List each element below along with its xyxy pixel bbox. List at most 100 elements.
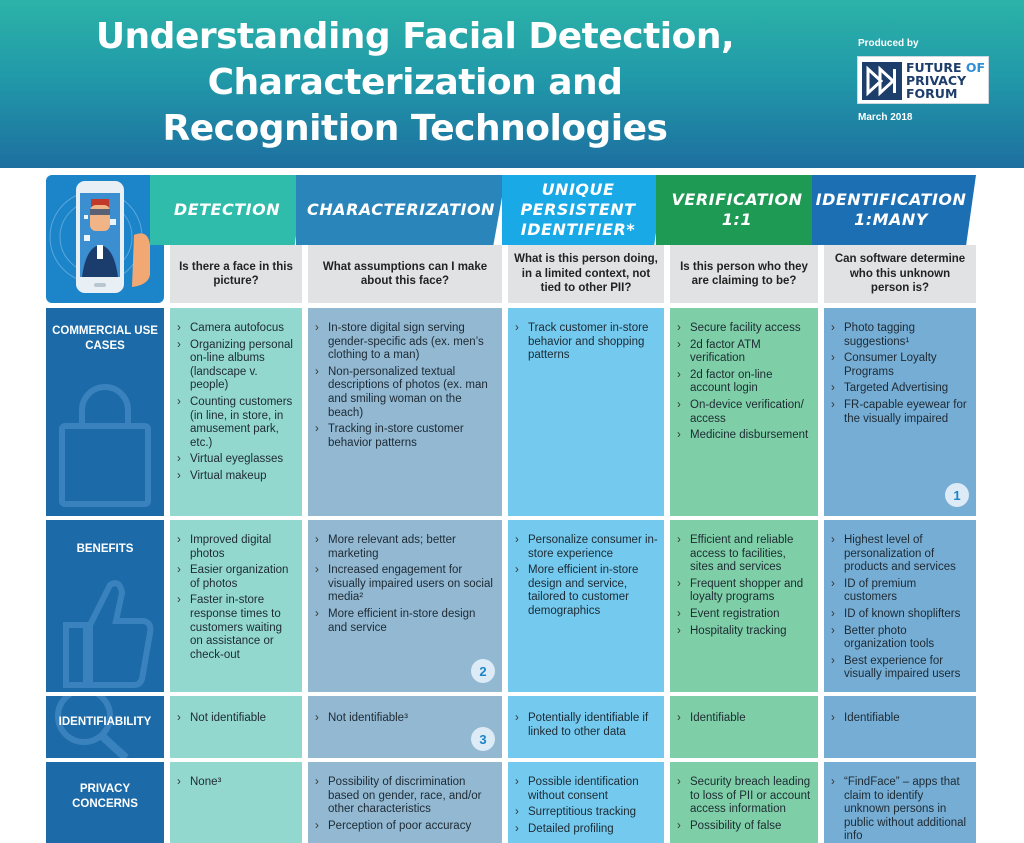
footnote-badge-2[interactable]: 2 xyxy=(471,659,495,683)
list-item: Frequent shopper and loyalty programs xyxy=(677,578,812,605)
list-item: Photo tagging suggestions¹ xyxy=(831,322,970,349)
list-item: More relevant ads; better marketing xyxy=(315,534,496,561)
list-item: Non-personalized textual descriptions of… xyxy=(315,366,496,420)
cell-benefits-characterization: More relevant ads; better marketingIncre… xyxy=(308,520,502,692)
cell-identifiability-identification: Identifiable xyxy=(824,696,976,758)
cell-commercial-unique-identifier: Track customer in-store behavior and sho… xyxy=(508,308,664,516)
row-label-benefits: BENEFITS xyxy=(46,520,164,692)
header-banner: Understanding Facial Detection, Characte… xyxy=(0,0,1024,168)
cell-benefits-unique-identifier: Personalize consumer in-store experience… xyxy=(508,520,664,692)
column-header-identification: IDENTIFICATION 1:MANY xyxy=(812,175,976,245)
list-item: Personalize consumer in-store experience xyxy=(515,534,658,561)
list-item: Counting customers (in line, in store, i… xyxy=(177,396,296,450)
list-item: Hospitality tracking xyxy=(677,625,812,639)
list-item: Event registration xyxy=(677,608,812,622)
list-item: Identifiable xyxy=(831,712,970,726)
cell-privacy-identification: “FindFace” – apps that claim to identify… xyxy=(824,762,976,843)
cell-commercial-identification: Photo tagging suggestions¹ Consumer Loyal… xyxy=(824,308,976,516)
column-header-verification: VERIFICATION 1:1 xyxy=(656,175,822,245)
cell-privacy-detection: None³ xyxy=(170,762,302,843)
list-item: Tracking in-store customer behavior patt… xyxy=(315,423,496,450)
title-line-1: Understanding Facial Detection, xyxy=(95,16,735,57)
list-item: More efficient in-store design and servi… xyxy=(315,608,496,635)
list-item: Perception of poor accuracy xyxy=(315,820,496,834)
list-item: None³ xyxy=(177,776,296,790)
title-line-2: Characterization and xyxy=(207,62,623,103)
magnifier-icon xyxy=(55,696,129,758)
logo-text: FUTURE OF PRIVACY FORUM xyxy=(906,60,986,101)
list-item: Possibility of discrimination based on g… xyxy=(315,776,496,817)
question-unique-identifier: What is this person doing, in a limited … xyxy=(508,245,664,303)
list-item: On-device verification/ access xyxy=(677,399,812,426)
list-item: Possible identification without consent xyxy=(515,776,658,803)
list-item: More efficient in-store design and servi… xyxy=(515,564,658,618)
list-item: Improved digital photos xyxy=(177,534,296,561)
question-detection: Is there a face in this picture? xyxy=(170,245,302,303)
list-item: Not identifiable³ xyxy=(315,712,496,726)
list-item: ID of premium customers xyxy=(831,578,970,605)
list-item: Better photo organization tools xyxy=(831,625,970,652)
list-item: Possibility of false xyxy=(677,820,812,834)
cell-identifiability-unique-identifier: Potentially identifiable if linked to ot… xyxy=(508,696,664,758)
list-item: In-store digital sign serving gender-spe… xyxy=(315,322,496,363)
list-item: Easier organization of photos xyxy=(177,564,296,591)
list-item: Surreptitious tracking xyxy=(515,806,658,820)
list-item: Efficient and reliable access to facilit… xyxy=(677,534,812,575)
list-item: Targeted Advertising xyxy=(831,382,970,396)
publication-date: March 2018 xyxy=(858,112,913,123)
cell-identifiability-detection: Not identifiable xyxy=(170,696,302,758)
list-item: FR-capable eyewear for the visually impa… xyxy=(831,399,970,426)
list-item: Detailed profiling xyxy=(515,823,658,837)
list-item: Security breach leading to loss of PII o… xyxy=(677,776,812,817)
title-line-3: Recognition Technologies xyxy=(162,108,668,149)
cell-privacy-verification: Security breach leading to loss of PII o… xyxy=(670,762,818,843)
list-item: “FindFace” – apps that claim to identify… xyxy=(831,776,970,843)
list-item: Virtual makeup xyxy=(177,470,296,484)
lock-icon xyxy=(59,384,151,507)
row-label-privacy-concerns: PRIVACY CONCERNS xyxy=(46,762,164,843)
cell-benefits-identification: Highest level of personalization of prod… xyxy=(824,520,976,692)
phone-face-illustration xyxy=(46,175,164,303)
column-header-detection: DETECTION xyxy=(150,175,304,245)
list-item: Consumer Loyalty Programs xyxy=(831,352,970,379)
thumbs-up-icon xyxy=(63,580,154,688)
column-header-characterization: CHARACTERIZATION xyxy=(296,175,506,245)
footnote-badge-3[interactable]: 3 xyxy=(471,727,495,751)
list-item: Virtual eyeglasses xyxy=(177,453,296,467)
list-item: Faster in-store response times to custom… xyxy=(177,594,296,662)
list-item: Not identifiable xyxy=(177,712,296,726)
page-title: Understanding Facial Detection, Characte… xyxy=(70,14,760,152)
list-item: Camera autofocus xyxy=(177,322,296,336)
fast-forward-logo-icon xyxy=(862,62,902,100)
list-item: Potentially identifiable if linked to ot… xyxy=(515,712,658,739)
question-identification: Can software determine who this unknown … xyxy=(824,245,976,303)
cell-privacy-unique-identifier: Possible identification without consentS… xyxy=(508,762,664,843)
list-item: Organizing personal on-line albums (land… xyxy=(177,339,296,393)
list-item: Medicine disbursement xyxy=(677,429,812,443)
list-item: 2d factor ATM verification xyxy=(677,339,812,366)
list-item: Secure facility access xyxy=(677,322,812,336)
list-item: ID of known shoplifters xyxy=(831,608,970,622)
question-characterization: What assumptions can I make about this f… xyxy=(308,245,502,303)
footnote-badge-1[interactable]: 1 xyxy=(945,483,969,507)
row-label-identifiability: IDENTIFIABILITY xyxy=(46,696,164,758)
cell-commercial-detection: Camera autofocusOrganizing personal on-l… xyxy=(170,308,302,516)
cell-privacy-characterization: Possibility of discrimination based on g… xyxy=(308,762,502,843)
cell-commercial-characterization: In-store digital sign serving gender-spe… xyxy=(308,308,502,516)
row-label-commercial-use-cases: COMMERCIAL USE CASES xyxy=(46,308,164,516)
cell-benefits-detection: Improved digital photosEasier organizati… xyxy=(170,520,302,692)
list-item: 2d factor on-line account login xyxy=(677,369,812,396)
cell-identifiability-verification: Identifiable xyxy=(670,696,818,758)
cell-identifiability-characterization: Not identifiable³ xyxy=(308,696,502,758)
list-item: Identifiable xyxy=(677,712,812,726)
column-header-unique-persistent-identifier: UNIQUE PERSISTENT IDENTIFIER* xyxy=(502,175,664,245)
produced-by-label: Produced by xyxy=(858,38,919,49)
list-item: Increased engagement for visually impair… xyxy=(315,564,496,605)
face-scan-phone-icon xyxy=(49,181,150,293)
fpf-logo[interactable]: FUTURE OF PRIVACY FORUM xyxy=(857,56,989,104)
list-item: Highest level of personalization of prod… xyxy=(831,534,970,575)
cell-commercial-verification: Secure facility access 2d factor ATM veri… xyxy=(670,308,818,516)
question-verification: Is this person who they are claiming to … xyxy=(670,245,818,303)
list-item: Track customer in-store behavior and sho… xyxy=(515,322,658,363)
list-item: Best experience for visually impaired us… xyxy=(831,655,970,682)
